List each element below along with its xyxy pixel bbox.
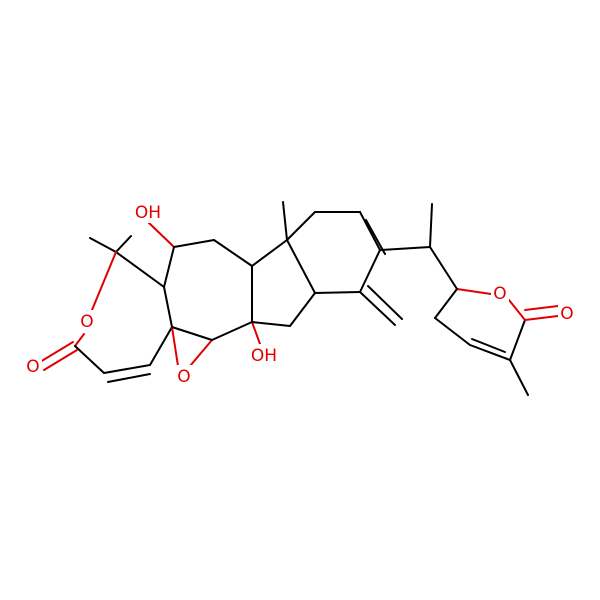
svg-text:O: O: [80, 312, 93, 332]
bond-line: [282, 201, 288, 241]
atom-label-carbonyl-oxygen-right: O: [558, 302, 576, 324]
bond-line: [107, 373, 151, 383]
bond-lines: [39, 201, 559, 396]
bond-line: [365, 219, 386, 255]
bond-line: [367, 285, 403, 320]
bond-line: [211, 321, 253, 341]
bond-line: [509, 359, 529, 396]
bond-line: [171, 326, 179, 367]
atom-label-oh-top: OH: [133, 201, 163, 223]
bond-line: [163, 246, 175, 288]
bond-line: [115, 235, 132, 253]
atom-label-lactone-ring-oxygen: O: [78, 310, 96, 332]
bond-line: [379, 246, 431, 251]
bond-line: [359, 249, 381, 293]
svg-text:O: O: [177, 367, 190, 387]
bond-line: [173, 239, 215, 248]
bond-line: [74, 345, 105, 374]
bond-line: [289, 292, 316, 327]
bond-line: [251, 239, 288, 267]
atom-labels: OH O O O OH O O: [24, 201, 576, 387]
bond-line: [189, 339, 213, 367]
svg-text:OH: OH: [251, 346, 277, 366]
bond-line: [39, 341, 74, 363]
bond-line: [524, 305, 559, 311]
bond-line: [314, 291, 361, 294]
bond-line: [147, 221, 175, 248]
bond-line: [286, 211, 316, 241]
bond-line: [251, 321, 291, 327]
bond-line: [509, 319, 526, 361]
bond-line: [286, 239, 316, 294]
bond-line: [89, 237, 117, 253]
bond-line: [74, 333, 85, 347]
atom-label-pyran-ring-oxygen: O: [491, 282, 509, 304]
atom-label-epoxide-oxygen: O: [175, 365, 193, 387]
svg-text:O: O: [493, 284, 506, 304]
svg-text:O: O: [26, 357, 39, 377]
bond-line: [434, 288, 458, 319]
bond-line: [149, 326, 173, 366]
bond-line: [471, 338, 506, 353]
bond-line: [434, 317, 471, 346]
bond-line: [171, 326, 213, 341]
bond-line: [429, 203, 433, 248]
bond-line: [163, 286, 173, 328]
svg-text:OH: OH: [135, 203, 161, 223]
bond-line: [115, 251, 165, 288]
bond-line: [43, 349, 78, 371]
bond-line: [359, 211, 381, 251]
atom-label-oh-bottom: OH: [249, 344, 279, 366]
bond-line: [213, 239, 253, 267]
svg-text:O: O: [560, 304, 573, 324]
bond-line: [91, 251, 117, 311]
bond-line: [429, 246, 458, 290]
bond-line: [359, 291, 396, 326]
bond-line: [469, 344, 511, 361]
bond-line: [103, 364, 151, 374]
bond-line: [524, 315, 559, 321]
atom-label-carbonyl-oxygen-left: O: [24, 355, 42, 377]
bond-line: [508, 299, 526, 321]
bond-line: [456, 288, 492, 295]
bond-line: [251, 321, 261, 345]
